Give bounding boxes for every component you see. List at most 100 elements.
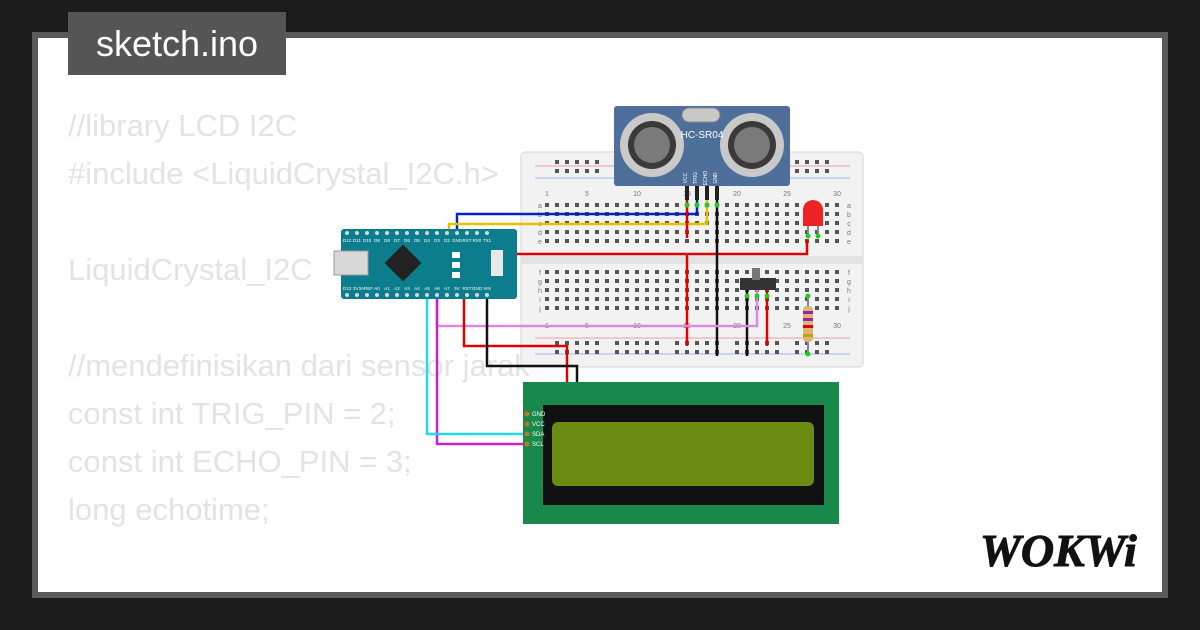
usb-connector bbox=[333, 250, 369, 276]
lcd-pin-label: SCL bbox=[532, 442, 544, 448]
file-tab[interactable]: sketch.ino bbox=[68, 12, 286, 75]
arduino-pin bbox=[395, 293, 399, 297]
arduino-pin-label: A4 bbox=[414, 286, 420, 291]
arduino-pin-label: A0 bbox=[374, 286, 380, 291]
arduino-pin bbox=[345, 293, 349, 297]
switch-handle bbox=[752, 268, 760, 280]
arduino-pin-label: D10 bbox=[363, 238, 372, 243]
lcd-pin bbox=[524, 421, 530, 427]
code-line: #include <LiquidCrystal_I2C.h> bbox=[68, 156, 499, 191]
arduino-pin bbox=[475, 231, 479, 235]
row-label: b bbox=[847, 212, 851, 219]
arduino-pin-label: D7 bbox=[394, 238, 400, 243]
arduino-pin bbox=[355, 293, 359, 297]
row-label: a bbox=[538, 203, 542, 210]
arduino-pin-label: TX1 bbox=[483, 238, 492, 243]
lcd-pin bbox=[524, 441, 530, 447]
wire-magenta-scl bbox=[435, 292, 527, 446]
microcontroller-chip bbox=[384, 244, 422, 282]
arduino-pin bbox=[365, 231, 369, 235]
sensor-pin-label: GND bbox=[713, 172, 719, 184]
column-label: 30 bbox=[833, 191, 841, 198]
breadboard-center-channel bbox=[521, 256, 863, 264]
row-label: c bbox=[847, 221, 851, 228]
arduino-pin-label: GND bbox=[452, 238, 463, 243]
arduino-pin-label: A3 bbox=[404, 286, 410, 291]
arduino-pin-label: AREF bbox=[361, 286, 373, 291]
row-label: b bbox=[538, 212, 542, 219]
arduino-pin bbox=[465, 293, 469, 297]
arduino-pin-label: A5 bbox=[424, 286, 430, 291]
arduino-pin-label: D11 bbox=[353, 238, 361, 243]
arduino-pin bbox=[385, 293, 389, 297]
arduino-pin-label: D2 bbox=[444, 238, 450, 243]
arduino-pin bbox=[425, 231, 429, 235]
led-indicator-2 bbox=[452, 262, 460, 268]
arduino-pin bbox=[405, 293, 409, 297]
code-line: //mendefinisikan dari sensor jarak bbox=[68, 348, 530, 383]
lcd-pin-label: GND bbox=[532, 412, 546, 418]
sensor-pin bbox=[695, 186, 699, 200]
lcd-pin-label: SDA bbox=[532, 432, 544, 438]
slide-switch[interactable] bbox=[740, 268, 776, 290]
arduino-pin-label: A1 bbox=[384, 286, 390, 291]
arduino-pin bbox=[375, 231, 379, 235]
arduino-pin-label: D9 bbox=[374, 238, 380, 243]
resistor[interactable] bbox=[803, 295, 813, 355]
row-label: g bbox=[847, 279, 851, 286]
arduino-pin bbox=[395, 231, 399, 235]
row-label: i bbox=[539, 297, 541, 304]
arduino-board bbox=[341, 229, 517, 299]
arduino-pin-label: D12 bbox=[343, 238, 352, 243]
arduino-pin bbox=[445, 293, 449, 297]
arduino-pin-label: RST bbox=[463, 238, 472, 243]
row-label: j bbox=[538, 306, 541, 313]
code-line: // mendefinisikan led merah bbox=[68, 582, 530, 592]
wokwi-logo-text: WOKWi bbox=[980, 525, 1137, 576]
arduino-pin-label: 3V3 bbox=[353, 286, 362, 291]
arduino-pin-label: D4 bbox=[424, 238, 430, 243]
arduino-pin bbox=[435, 231, 439, 235]
arduino-pin-label: D13 bbox=[343, 286, 352, 291]
arduino-pin bbox=[485, 293, 489, 297]
arduino-pin-label: D5 bbox=[414, 238, 420, 243]
column-label: 25 bbox=[783, 191, 791, 198]
column-label: 1 bbox=[545, 191, 549, 198]
connection-points bbox=[684, 202, 821, 357]
arduino-pin bbox=[355, 231, 359, 235]
row-label: i bbox=[848, 297, 850, 304]
sensor-pin-label: TRIG bbox=[693, 172, 699, 184]
arduino-pin bbox=[425, 293, 429, 297]
arduino-pin bbox=[455, 293, 459, 297]
row-label: h bbox=[538, 288, 542, 295]
led-indicator bbox=[452, 252, 460, 258]
code-line: const int TRIG_PIN = 2; bbox=[68, 396, 396, 431]
sensor-pin bbox=[705, 186, 709, 200]
sensor-pin-label: ECHO bbox=[703, 171, 709, 186]
arduino-pin bbox=[385, 231, 389, 235]
code-preview: //library LCD I2C #include <LiquidCrystal… bbox=[68, 102, 530, 592]
arduino-pin-label: RX0 bbox=[473, 238, 482, 243]
row-label: f bbox=[848, 270, 850, 277]
arduino-pin-label: 5V bbox=[454, 286, 460, 291]
row-label: d bbox=[538, 230, 542, 237]
code-line: LiquidCrystal_I2C bbox=[68, 252, 313, 287]
arduino-pin-label: D6 bbox=[404, 238, 410, 243]
arduino-pin-label: A6 bbox=[434, 286, 440, 291]
code-line: const int ECHO_PIN = 3; bbox=[68, 444, 412, 479]
code-line: //library LCD I2C bbox=[68, 108, 298, 143]
lcd-pin bbox=[524, 411, 530, 417]
row-label: f bbox=[539, 270, 541, 277]
arduino-pin bbox=[415, 293, 419, 297]
row-label: d bbox=[847, 230, 851, 237]
row-label: e bbox=[538, 239, 542, 246]
wokwi-logo: WOKWi bbox=[980, 525, 1138, 577]
wire-cyan-sda bbox=[425, 292, 527, 436]
